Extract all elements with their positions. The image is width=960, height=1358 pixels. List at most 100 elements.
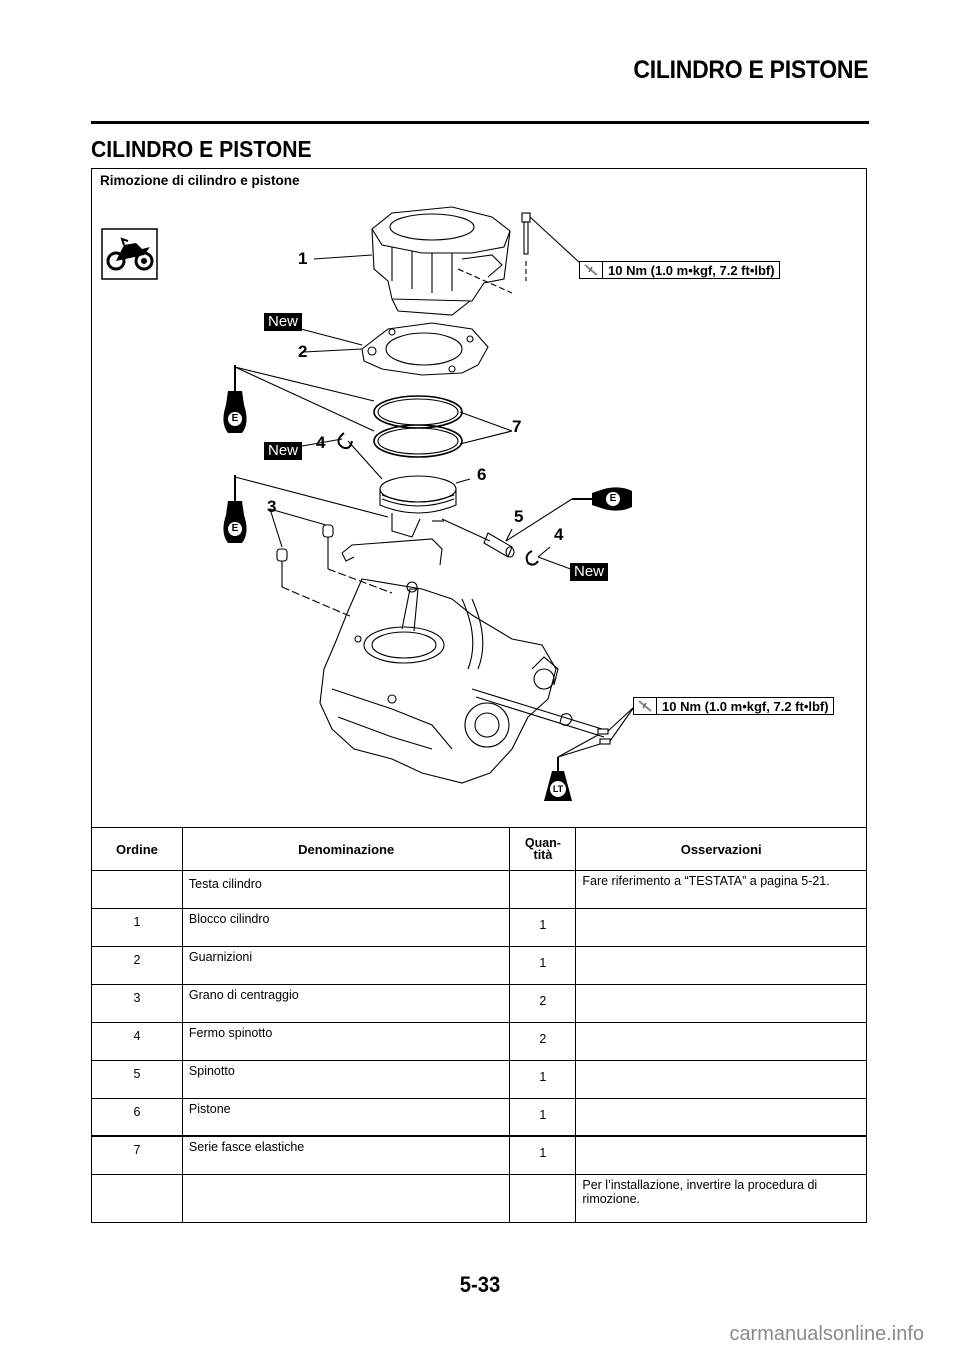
watermark: carmanualsonline.info [729,1323,924,1345]
cell-quantity: 1 [509,1136,577,1175]
table-row: 6 Pistone 1 [91,1098,867,1137]
column-header-name: Denominazione [181,827,511,871]
column-header-notes: Osservazioni [575,827,867,871]
new-part-tag: New [264,313,303,331]
quantity-header-line2: tità [533,848,553,862]
circlip-upper-leader [347,440,383,480]
cell-order: 1 [91,908,183,947]
table-row: 2 Guarnizioni 1 [91,946,867,985]
piston-pin-drawing [483,532,515,558]
crankcase-drawing [319,538,605,784]
callout-number: 2 [298,342,308,361]
header-divider [91,121,869,124]
cell-quantity [509,1174,577,1223]
table-row: 3 Grano di centraggio 2 [91,984,867,1023]
page-number: 5-33 [459,1272,501,1297]
piston-drawing [379,475,491,542]
cylinder-block-drawing [371,206,513,316]
cell-order: 4 [91,1022,183,1061]
cell-notes [575,1136,867,1175]
dirt-bike-icon [101,228,158,280]
cell-order [91,870,183,909]
cell-notes [575,1098,867,1137]
table-row: Per l’installazione, invertire la proced… [91,1174,867,1223]
callout-number: 7 [512,417,522,436]
callout-number: 3 [267,497,277,516]
cell-order: 5 [91,1060,183,1099]
cell-quantity: 1 [509,946,577,985]
callout-4b-leader [537,546,551,558]
cell-quantity: 2 [509,1022,577,1061]
cell-name: Pistone [181,1098,511,1137]
cell-notes [575,946,867,985]
torque-spec-cylinder-bolt: 10 Nm (1.0 m•kgf, 7.2 ft•lbf) [579,261,780,279]
cell-name: Spinotto [181,1060,511,1099]
torque-value: 10 Nm (1.0 m•kgf, 7.2 ft•lbf) [608,262,775,278]
cylinder-gasket-drawing [361,322,489,376]
table-row: 1 Blocco cilindro 1 [91,908,867,947]
running-header-title: CILINDRO E PISTONE [633,56,868,84]
figure-caption: Rimozione di cilindro e pistone [100,173,300,188]
engine-oil-label: E [228,412,242,426]
cell-order: 2 [91,946,183,985]
table-header-row: Ordine Denominazione Quan- tità Osservaz… [91,827,867,871]
cell-notes [575,984,867,1023]
new-part-tag: New [570,563,609,581]
exploded-view-illustration: E E E LT 10 Nm (1.0 m•kgf, 7.2 ft•lbf) 1… [92,169,868,829]
column-header-order: Ordine [91,827,183,871]
cell-order: 3 [91,984,183,1023]
callout-number: 6 [477,465,487,484]
table-row: Testa cilindro Fare riferimento a “TESTA… [91,870,867,909]
parts-table: Ordine Denominazione Quan- tità Osservaz… [91,827,867,1223]
dowel-pins-drawing [269,508,393,618]
column-header-quantity: Quan- tità [509,827,577,871]
callout-number: 4 [554,525,564,544]
callout-number: 5 [514,507,524,526]
cell-name: Testa cilindro [181,870,511,909]
table-row: 4 Fermo spinotto 2 [91,1022,867,1061]
cell-quantity [509,870,577,909]
cell-quantity: 1 [509,1098,577,1137]
cell-notes [575,908,867,947]
engine-oil-label: E [606,492,620,506]
cell-name: Blocco cilindro [181,908,511,947]
cell-notes [575,1060,867,1099]
cell-notes [575,1022,867,1061]
engine-oil-bottle-icon [223,475,389,543]
callout-1-leader [313,254,373,260]
cell-name: Fermo spinotto [181,1022,511,1061]
cell-name [181,1174,511,1223]
circlip-lower-drawing [525,550,539,566]
quantity-header-line1: Quan- [524,836,561,850]
torque-value: 10 Nm (1.0 m•kgf, 7.2 ft•lbf) [662,698,829,714]
circlip-upper-drawing [337,432,353,450]
section-title: CILINDRO E PISTONE [91,136,312,162]
table-row: 7 Serie fasce elastiche 1 [91,1136,867,1175]
torque-wrench-icon [634,698,657,714]
new-part-tag: New [264,442,303,460]
piston-rings-drawing [373,395,513,458]
callout-2-leader [303,348,363,353]
oil-pipe-bolts-drawing [597,706,635,745]
cell-quantity: 1 [509,1060,577,1099]
cell-order [91,1174,183,1223]
engine-oil-bottle-icon [223,365,375,433]
cell-notes: Fare riferimento a “TESTATA” a pagina 5-… [575,870,867,909]
torque-spec-oil-pipe-bolt: 10 Nm (1.0 m•kgf, 7.2 ft•lbf) [633,697,834,715]
callout-number: 1 [298,249,308,268]
cell-order: 7 [91,1136,183,1175]
callout-number: 4 [316,433,326,452]
table-row: 5 Spinotto 1 [91,1060,867,1099]
cell-name: Grano di centraggio [181,984,511,1023]
cell-name: Guarnizioni [181,946,511,985]
cell-order: 6 [91,1098,183,1137]
torque-wrench-icon [580,262,603,278]
callout-5-leader [505,528,513,542]
procedure-frame: Rimozione di cilindro e pistone [91,168,868,1223]
cell-quantity: 2 [509,984,577,1023]
cell-name: Serie fasce elastiche [181,1136,511,1175]
cylinder-bolt-drawing [521,212,581,281]
cell-notes: Per l’installazione, invertire la proced… [575,1174,867,1223]
engine-oil-label: E [228,522,242,536]
locking-agent-label: LT [550,781,566,797]
